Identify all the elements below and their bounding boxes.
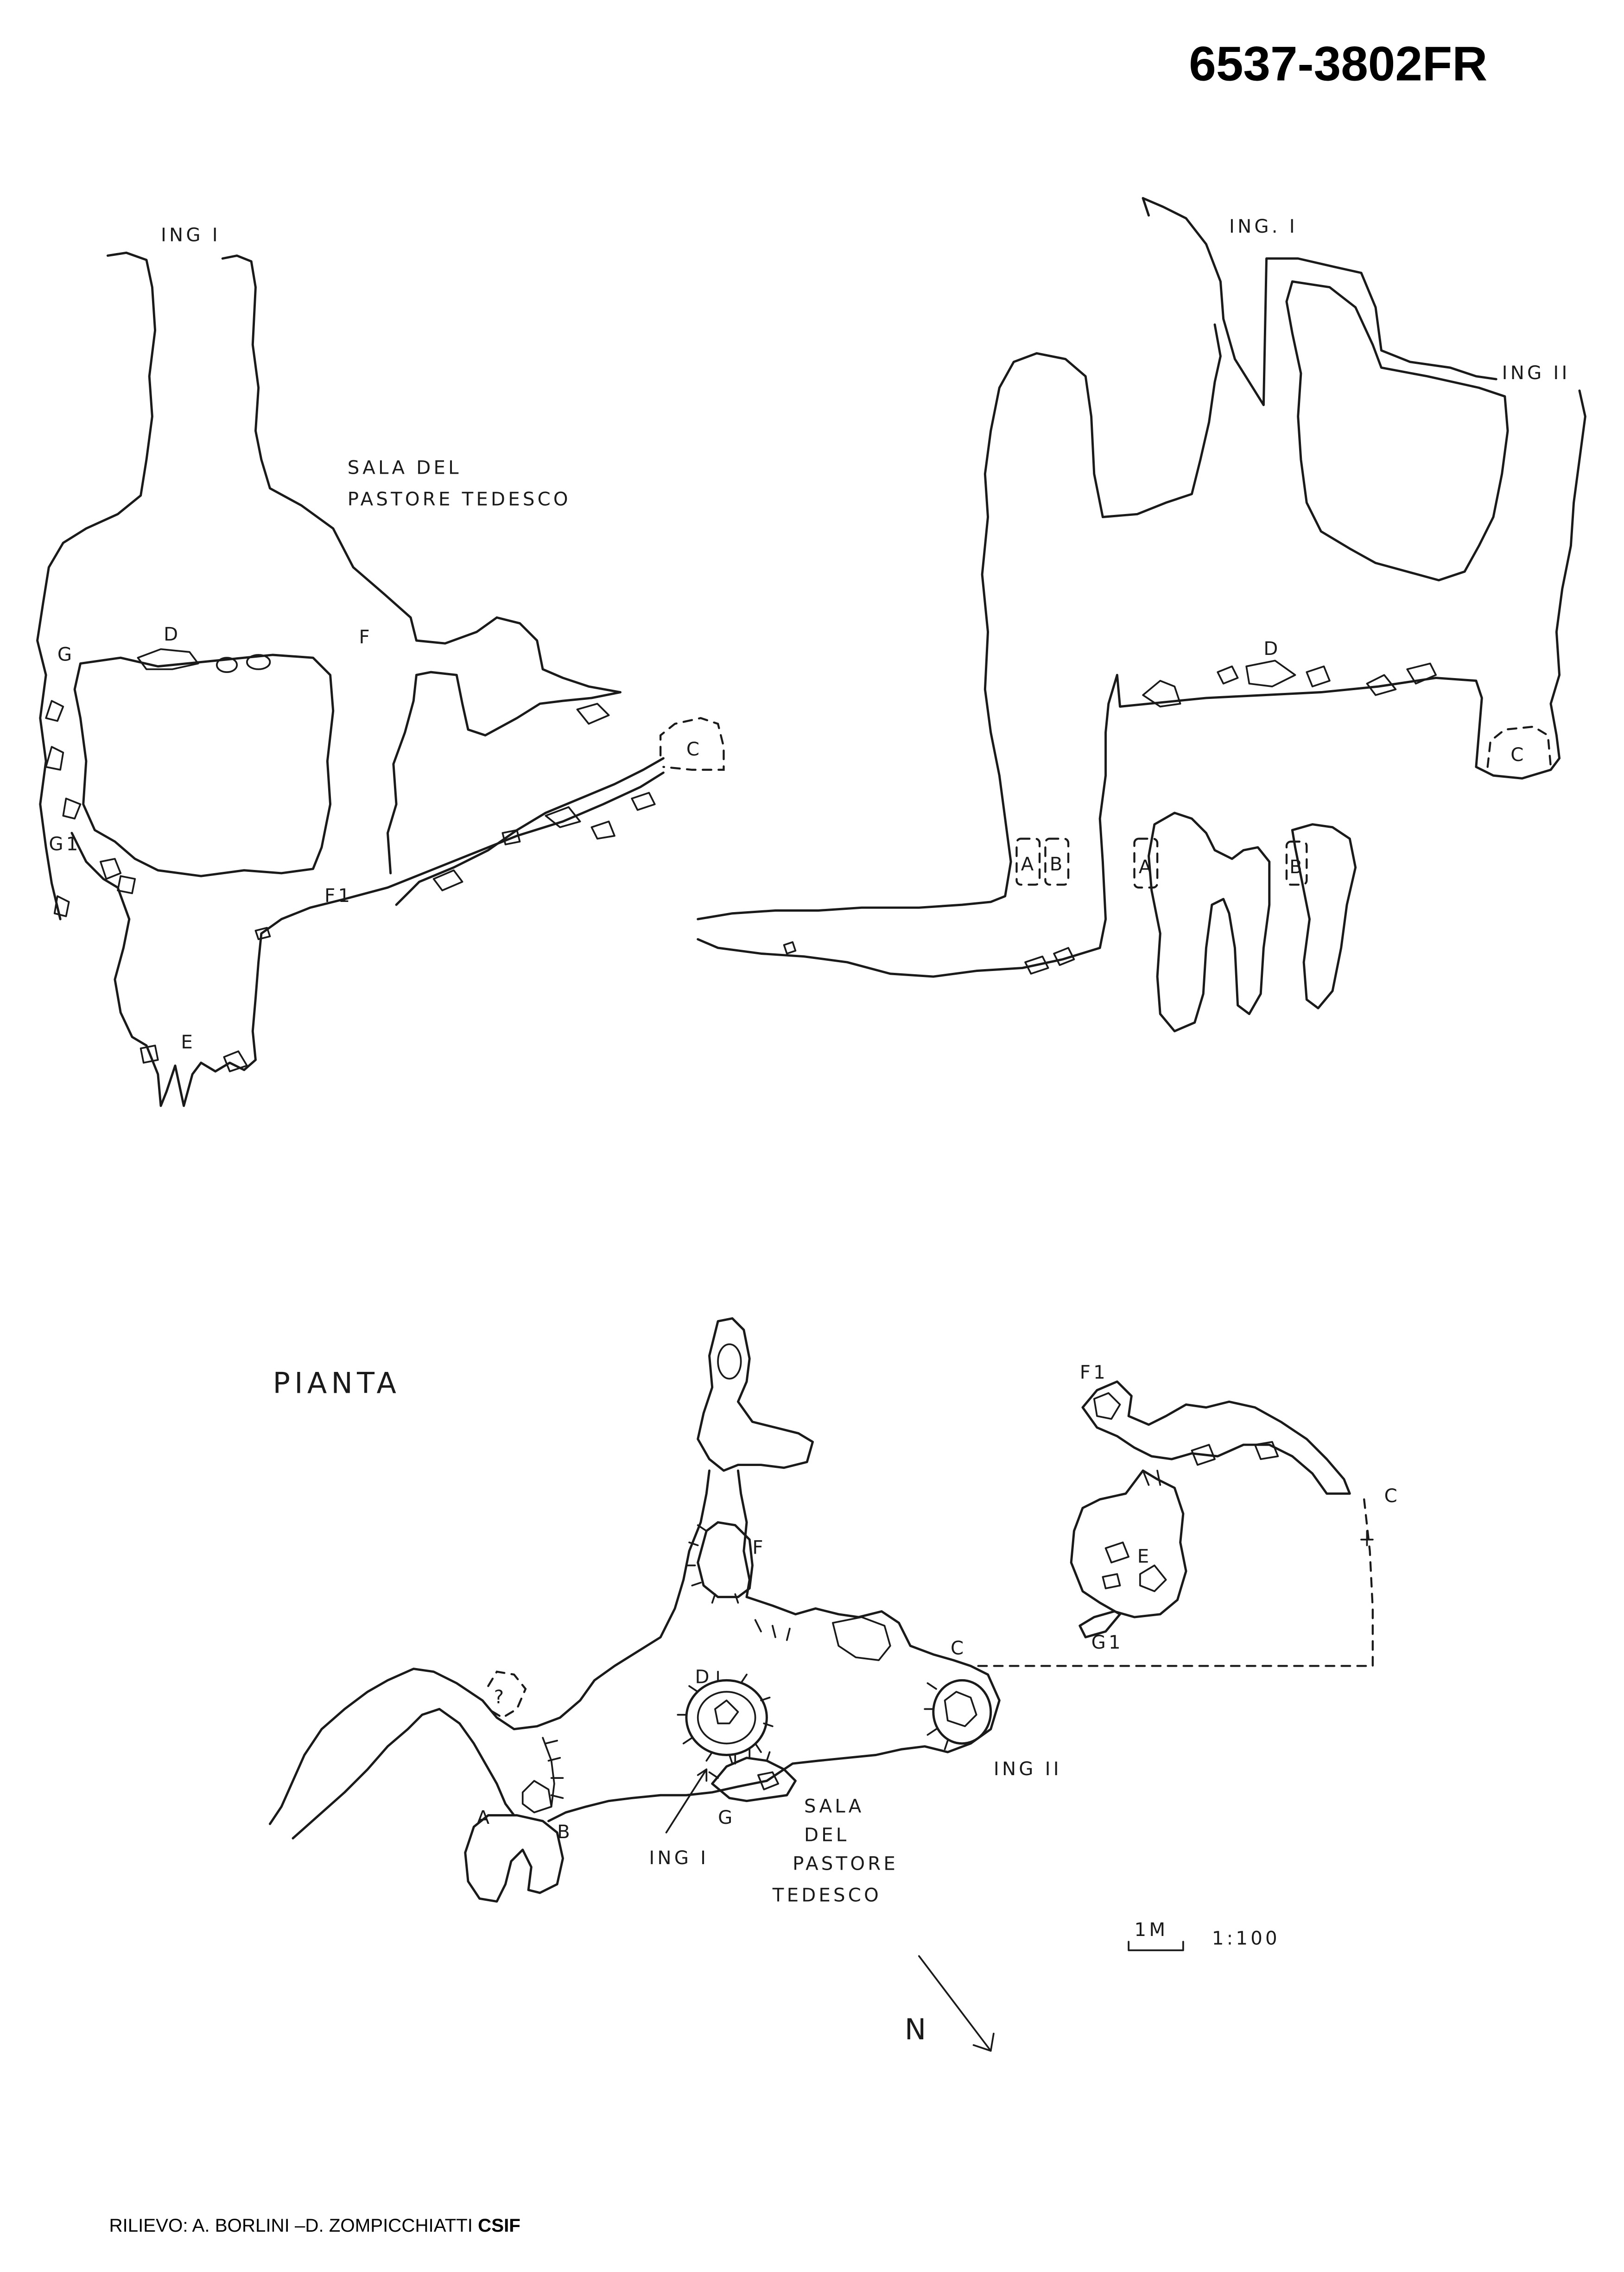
scale-ratio: 1:100 (1212, 1928, 1280, 1949)
credits-org: CSIF (478, 2215, 520, 2236)
plan-room-label-line3: PASTORE (793, 1853, 898, 1874)
plan-point-f1: F1 (1080, 1362, 1108, 1384)
plan-entrance-1-label: ING I (649, 1847, 709, 1869)
left-room-label-line1: SALA DEL (348, 457, 462, 479)
plan-heading: PIANTA (273, 1366, 401, 1400)
plan-point-a: A (477, 1807, 493, 1828)
plan-point-c: C (951, 1638, 966, 1659)
left-point-f1: F1 (324, 885, 353, 907)
left-point-d: D (164, 624, 181, 645)
right-entrance-2-label: ING II (1502, 362, 1570, 384)
credits-names: RILIEVO: A. BORLINI –D. ZOMPICCHIATTI (109, 2215, 473, 2236)
plan-room-label-line2: DEL (804, 1824, 849, 1846)
right-entrance-1-label: ING. I (1229, 216, 1298, 237)
scale-bar-label: 1M (1135, 1919, 1168, 1941)
survey-credits: RILIEVO: A. BORLINI –D. ZOMPICCHIATTI CS… (109, 2215, 520, 2236)
right-point-c: C (1510, 744, 1526, 766)
left-room-label-line2: PASTORE TEDESCO (348, 489, 571, 510)
plan-point-g: G (718, 1807, 735, 1828)
cave-id-title: 6537-3802FR (1189, 37, 1487, 91)
right-point-d: D (1263, 638, 1281, 660)
left-entrance-1-label: ING I (161, 225, 221, 246)
left-point-g1: G1 (49, 833, 81, 855)
plan-entrance-2-label: ING II (994, 1758, 1062, 1780)
plan-room-label-line4: TEDESCO (772, 1885, 882, 1906)
plan-point-d: D (695, 1667, 712, 1688)
plan-point-e: E (1137, 1546, 1152, 1567)
right-point-a2: A (1139, 857, 1155, 878)
right-point-a: A (1021, 854, 1037, 875)
plan-drawing (268, 1317, 1374, 2052)
left-section-drawing (36, 251, 725, 1107)
plan-point-g1: G1 (1091, 1632, 1123, 1653)
left-point-e: E (181, 1032, 196, 1053)
plan-point-question: ? (494, 1687, 507, 1708)
right-point-b2: B (1289, 857, 1305, 878)
right-section-drawing (697, 197, 1586, 1033)
left-point-g: G (57, 644, 75, 665)
right-point-b: B (1050, 854, 1066, 875)
plan-point-b: B (557, 1821, 573, 1843)
left-point-c: C (686, 739, 702, 760)
plan-room-label-line1: SALA (804, 1796, 864, 1817)
plan-point-f: F (752, 1537, 766, 1559)
left-point-f: F (359, 627, 373, 648)
plan-point-c-right: C (1384, 1485, 1400, 1507)
north-label: N (905, 2012, 931, 2046)
